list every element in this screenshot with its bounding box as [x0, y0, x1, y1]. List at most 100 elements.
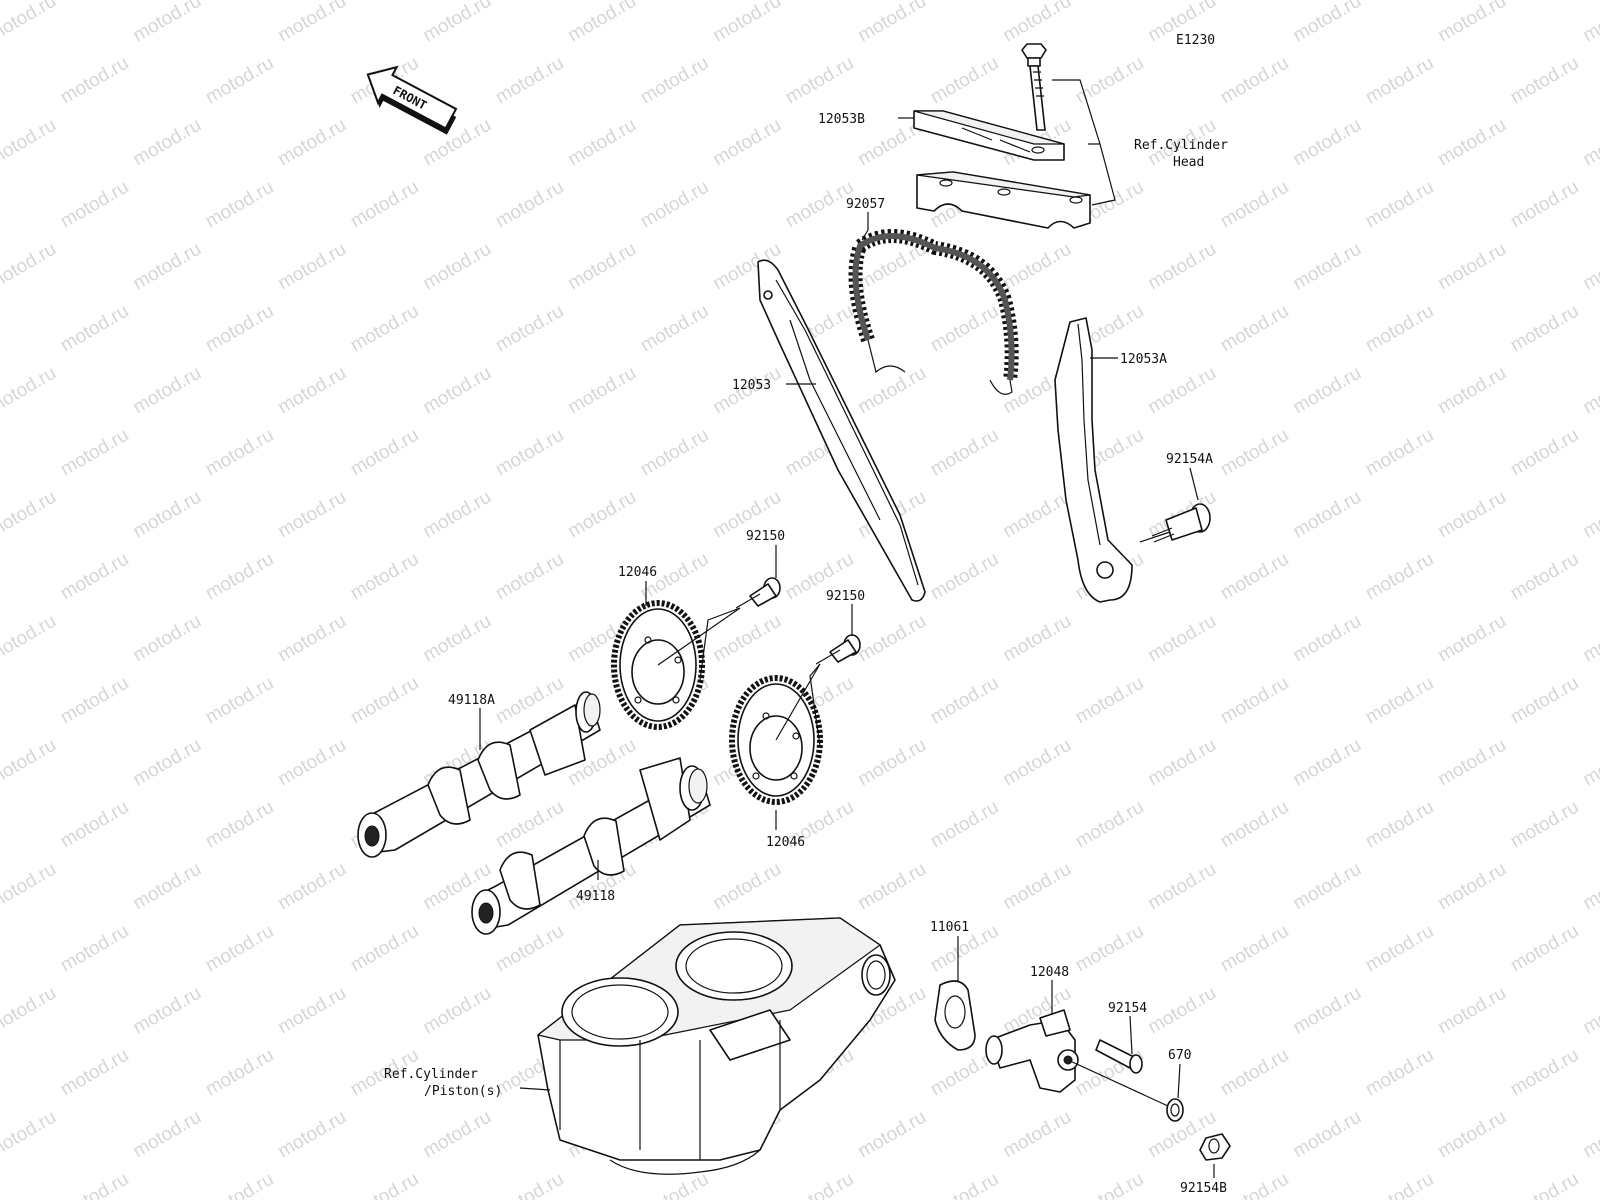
- watermark-text: motod.ru: [57, 673, 132, 729]
- label-49118A: 49118A: [448, 693, 495, 708]
- watermark-text: motod.ru: [130, 1107, 205, 1163]
- watermark-text: motod.ru: [57, 1045, 132, 1101]
- watermark-text: motod.ru: [1217, 1045, 1292, 1101]
- watermark-text: motod.ru: [1000, 859, 1075, 915]
- watermark-text: motod.ru: [202, 53, 277, 109]
- watermark-text: motod.ru: [565, 487, 640, 543]
- watermark-text: motod.ru: [1072, 921, 1147, 977]
- watermark-text: motod.ru: [1072, 1169, 1147, 1200]
- watermark-text: motod.ru: [1580, 115, 1600, 171]
- watermark-text: motod.ru: [1580, 735, 1600, 791]
- watermark-text: motod.ru: [1362, 549, 1437, 605]
- watermark-text: motod.ru: [130, 239, 205, 295]
- watermark-text: motod.ru: [1435, 0, 1510, 46]
- watermark-text: motod.ru: [1290, 239, 1365, 295]
- watermark-text: motod.ru: [57, 549, 132, 605]
- watermark-text: motod.ru: [130, 363, 205, 419]
- label-92154A: 92154A: [1166, 452, 1213, 467]
- watermark-text: motod.ru: [1290, 859, 1365, 915]
- watermark-text: motod.ru: [1145, 239, 1220, 295]
- watermark-text: motod.ru: [1507, 549, 1582, 605]
- sprocket-bolt-lower: [815, 634, 861, 665]
- guide-bracket-12053B: [913, 110, 1065, 161]
- watermark-text: motod.ru: [130, 983, 205, 1039]
- watermark-text: motod.ru: [1580, 983, 1600, 1039]
- watermark-text: motod.ru: [1362, 53, 1437, 109]
- watermark-text: motod.ru: [782, 53, 857, 109]
- watermark-text: motod.ru: [855, 363, 930, 419]
- watermark-text: motod.ru: [275, 1107, 350, 1163]
- cam-cap-holder: [916, 171, 1091, 229]
- watermark-text: motod.ru: [710, 115, 785, 171]
- watermark-text: motod.ru: [1435, 983, 1510, 1039]
- watermark-text: motod.ru: [130, 487, 205, 543]
- watermark-text: motod.ru: [1217, 425, 1292, 481]
- watermark-text: motod.ru: [420, 239, 495, 295]
- watermark-text: motod.ru: [1580, 363, 1600, 419]
- watermark-text: motod.ru: [57, 921, 132, 977]
- watermark-text: motod.ru: [1435, 363, 1510, 419]
- watermark-text: motod.ru: [1580, 859, 1600, 915]
- watermark-text: motod.ru: [275, 487, 350, 543]
- watermark-text: motod.ru: [1435, 239, 1510, 295]
- watermark-text: motod.ru: [0, 859, 60, 915]
- watermark-text: motod.ru: [1580, 239, 1600, 295]
- watermark-text: motod.ru: [1290, 0, 1365, 46]
- bolt-leader-lines: [699, 607, 821, 747]
- gasket-11061: [934, 980, 976, 1051]
- watermark-text: motod.ru: [1290, 363, 1365, 419]
- watermark-text: motod.ru: [1362, 425, 1437, 481]
- watermark-text: motod.ru: [855, 611, 930, 667]
- watermark-text: motod.ru: [1435, 859, 1510, 915]
- watermark-text: motod.ru: [0, 115, 60, 171]
- watermark-text: motod.ru: [0, 0, 60, 46]
- watermark-text: motod.ru: [420, 0, 495, 46]
- watermark-text: motod.ru: [710, 611, 785, 667]
- watermark-text: motod.ru: [1362, 797, 1437, 853]
- watermark-text: motod.ru: [492, 921, 567, 977]
- watermark-text: motod.ru: [0, 611, 60, 667]
- watermark-text: motod.ru: [275, 363, 350, 419]
- watermark-text: motod.ru: [1580, 1107, 1600, 1163]
- watermark-text: motod.ru: [275, 859, 350, 915]
- watermark-text: motod.ru: [1217, 797, 1292, 853]
- label-92150-upper: 92150: [746, 529, 785, 544]
- label-92154B: 92154B: [1180, 1181, 1227, 1196]
- watermark-text: motod.ru: [1217, 921, 1292, 977]
- watermark-text: motod.ru: [275, 239, 350, 295]
- watermark-text: motod.ru: [1072, 797, 1147, 853]
- label-12053B: 12053B: [818, 112, 865, 127]
- watermark-text: motod.ru: [202, 797, 277, 853]
- watermark-text: motod.ru: [1362, 921, 1437, 977]
- watermark-text: motod.ru: [0, 735, 60, 791]
- watermark-text: motod.ru: [57, 53, 132, 109]
- watermark-text: motod.ru: [1507, 673, 1582, 729]
- chain-guide-12053: [757, 259, 926, 602]
- watermark-text: motod.ru: [420, 1107, 495, 1163]
- watermark-text: motod.ru: [855, 1107, 930, 1163]
- watermark-text: motod.ru: [927, 1169, 1002, 1200]
- watermark-text: motod.ru: [855, 735, 930, 791]
- watermark-text: motod.ru: [1290, 115, 1365, 171]
- watermark-text: motod.ru: [0, 363, 60, 419]
- tensioner-axis-line: [1067, 1059, 1169, 1107]
- diagram-code: E1230: [1176, 33, 1215, 48]
- watermark-text: motod.ru: [420, 363, 495, 419]
- watermark-text: motod.ru: [347, 549, 422, 605]
- watermark-text: motod.ru: [1217, 1169, 1292, 1200]
- watermark-text: motod.ru: [130, 611, 205, 667]
- watermark-text: motod.ru: [57, 1169, 132, 1200]
- watermark-text: motod.ru: [1507, 797, 1582, 853]
- watermark-text: motod.ru: [0, 1107, 60, 1163]
- watermark-text: motod.ru: [492, 301, 567, 357]
- watermark-text: motod.ru: [202, 1045, 277, 1101]
- watermark-text: motod.ru: [1145, 611, 1220, 667]
- watermark-text: motod.ru: [1290, 487, 1365, 543]
- watermark-text: motod.ru: [202, 177, 277, 233]
- label-12053: 12053: [732, 378, 771, 393]
- label-11061: 11061: [930, 920, 969, 935]
- label-92150-lower: 92150: [826, 589, 865, 604]
- label-12048: 12048: [1030, 965, 1069, 980]
- bolt-axis-lines: [657, 607, 821, 741]
